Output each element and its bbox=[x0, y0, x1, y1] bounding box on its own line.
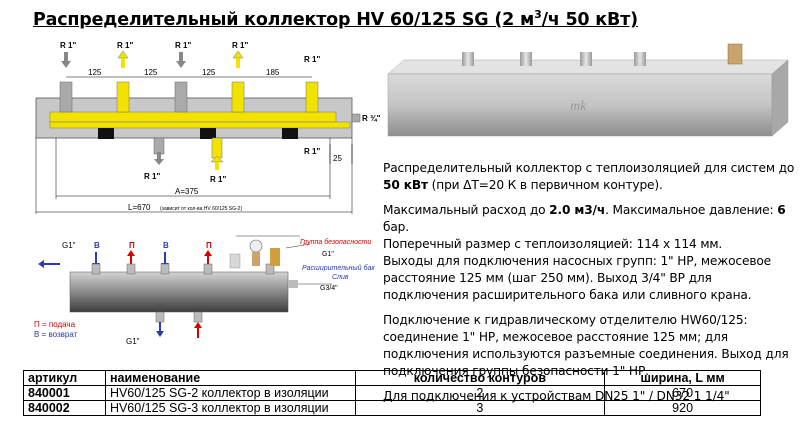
thread-label: G1" bbox=[322, 251, 334, 258]
arrow-up-icon bbox=[232, 50, 244, 68]
top-port-label: R 1" bbox=[175, 41, 191, 50]
arrow-down-icon bbox=[154, 152, 164, 165]
safety-group-label: Группа безопасности bbox=[300, 238, 371, 246]
bottom-port-label: R 1" bbox=[304, 147, 320, 156]
drain-label: Слив bbox=[332, 274, 349, 281]
table-cell: HV60/125 SG-2 коллектор в изоляции bbox=[104, 385, 356, 401]
desc-paragraph: Поперечный размер с теплоизоляцией: 114 … bbox=[383, 237, 723, 251]
thread-label: G1" bbox=[126, 337, 140, 346]
desc-paragraph: Максимальный расход до 2.0 м3/ч. Максима… bbox=[383, 203, 786, 234]
flow-label: П bbox=[206, 241, 212, 250]
flow-label: П bbox=[129, 241, 135, 250]
arrow-down-icon bbox=[156, 322, 164, 337]
top-port-label: R 1" bbox=[232, 41, 248, 50]
dimension-label: 125 bbox=[144, 68, 158, 77]
arrow-up-icon bbox=[194, 322, 202, 338]
thread-label: G3/4" bbox=[320, 285, 338, 292]
dimension-label: 185 bbox=[266, 68, 280, 77]
spec-table: артикул наименование количество контуров… bbox=[23, 370, 761, 416]
top-port-label: R 1" bbox=[304, 55, 320, 64]
table-header: наименование bbox=[104, 370, 356, 386]
desc-paragraph: Выходы для подключения насосных групп: 1… bbox=[383, 254, 772, 302]
table-cell: 840002 bbox=[23, 400, 106, 416]
top-port-label: R 1" bbox=[117, 41, 133, 50]
table-cell: 3 bbox=[354, 400, 606, 416]
product-photo: mk bbox=[387, 43, 789, 137]
desc-paragraph: Распределительный коллектор с теплоизоля… bbox=[383, 161, 795, 192]
table-row: 840002 HV60/125 SG-3 коллектор в изоляци… bbox=[23, 400, 761, 416]
arrow-left-icon bbox=[38, 260, 60, 268]
table-row: 840001 HV60/125 SG-2 коллектор в изоляци… bbox=[23, 385, 761, 401]
top-port-label: R 1" bbox=[60, 41, 76, 50]
table-cell: HV60/125 SG-3 коллектор в изоляции bbox=[104, 400, 356, 416]
dimension-label: 125 bbox=[202, 68, 216, 77]
page-title: Распределительный коллектор HV 60/125 SG… bbox=[33, 8, 638, 30]
dimension-label: 125 bbox=[88, 68, 102, 77]
table-cell: 670 bbox=[604, 385, 761, 401]
flow-label: В bbox=[163, 241, 169, 250]
table-header: артикул bbox=[23, 370, 106, 386]
arrow-up-icon bbox=[210, 155, 224, 170]
connection-scheme: G1" В П В П G1" П = подача В = возврат 1… bbox=[34, 234, 375, 346]
dimension-label: L=670 bbox=[128, 203, 151, 212]
bottom-port-label: R 1" bbox=[210, 175, 226, 184]
table-header: ширина, L мм bbox=[604, 370, 761, 386]
dimension-note: (зависит от кол-ва HV 60/125 SG-2) bbox=[160, 206, 242, 212]
table-cell: 920 bbox=[604, 400, 761, 416]
dimension-label: A=375 bbox=[175, 187, 199, 196]
dimension-label: 185 bbox=[263, 234, 277, 235]
table-header-row: артикул наименование количество контуров… bbox=[23, 370, 761, 386]
table-header: количество контуров bbox=[354, 370, 606, 386]
technical-drawing: R 1" R 1" R 1" R 1" R 1" 125 125 125 185… bbox=[35, 41, 380, 214]
arrow-down-icon bbox=[176, 52, 186, 68]
arrow-down-icon bbox=[61, 52, 71, 68]
description-text: Распределительный коллектор с теплоизоля… bbox=[383, 160, 795, 405]
table-cell: 2 bbox=[354, 385, 606, 401]
brand-logo: mk bbox=[570, 99, 587, 114]
flow-label: В bbox=[94, 241, 100, 250]
expansion-tank-label: Расширительный бак bbox=[302, 264, 375, 272]
dimension-label: 25 bbox=[333, 154, 342, 163]
arrow-up-icon bbox=[117, 50, 129, 68]
table-cell: 840001 bbox=[23, 385, 106, 401]
bottom-port-label: R 1" bbox=[144, 172, 160, 181]
legend-supply: П = подача bbox=[34, 320, 76, 329]
side-port-label: R ¾" bbox=[362, 114, 380, 123]
thread-label: G1" bbox=[62, 241, 76, 250]
manometer-icon bbox=[249, 239, 263, 253]
legend-return: В = возврат bbox=[34, 330, 78, 339]
